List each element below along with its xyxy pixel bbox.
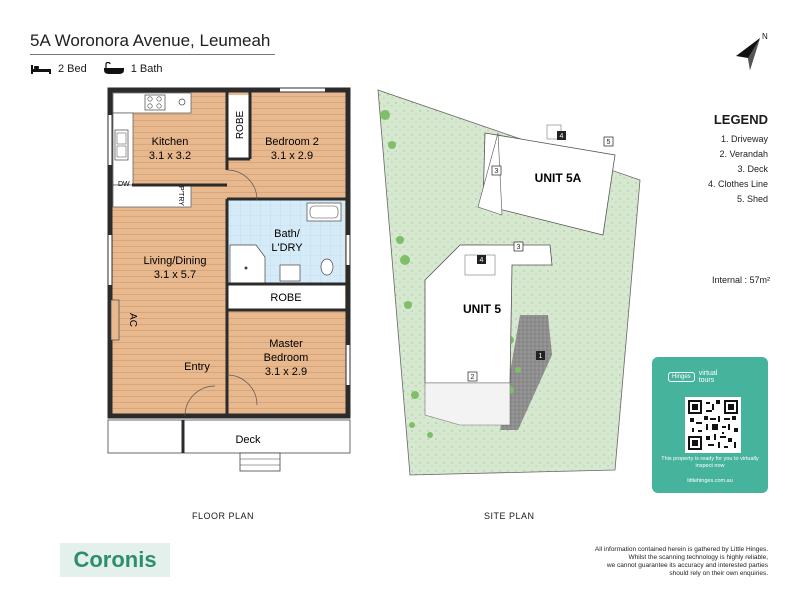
virtual-tour-url[interactable]: littlehinges.com.au <box>687 478 733 484</box>
bath-count: 1 Bath <box>130 63 163 75</box>
driveway <box>500 315 552 430</box>
site-plan: 1 2 3 3 4 4 5 UNIT 5A UNIT 5 <box>377 89 641 476</box>
virtual-tour-card[interactable]: Hinges virtual tours This pr <box>652 357 768 493</box>
disclaimer-line-1: All information contained herein is gath… <box>594 546 768 553</box>
aircon-label: AC <box>127 313 138 327</box>
marker-deck-5: 3 <box>517 244 521 251</box>
virtual-tour-logo: Hinges virtual tours <box>668 369 752 385</box>
shower-icon <box>229 244 266 285</box>
living-size: 3.1 x 5.7 <box>154 269 196 281</box>
walls <box>107 87 351 419</box>
marker-shed: 5 <box>607 139 611 146</box>
marker-deck-5a: 3 <box>495 168 499 175</box>
deck-label: Deck <box>235 434 261 446</box>
windows <box>108 88 350 385</box>
bed-icon <box>31 65 51 74</box>
pantry-label: P'TRY <box>177 186 184 206</box>
brand-virtual: virtual <box>698 370 718 377</box>
rangehood-icon <box>178 98 186 106</box>
virtual-tour-message: This property is ready for you to virtua… <box>661 456 759 469</box>
bath-label-line1: Bath/ <box>274 228 301 240</box>
legend-item-shed: 5. Shed <box>736 194 768 204</box>
master-label-line2: Bedroom <box>264 352 309 364</box>
bath-label-line2: L'DRY <box>271 242 303 254</box>
title-divider <box>30 54 275 55</box>
disclaimer-line-2: Whilst the scanning technology is highly… <box>628 554 768 561</box>
marker-clothes-line-5a: 4 <box>560 133 564 140</box>
legend-item-deck: 3. Deck <box>737 164 768 174</box>
toilet-icon <box>320 258 334 276</box>
vanity-icon <box>279 264 301 282</box>
legend-title: LEGEND <box>713 112 768 127</box>
brand-tours: tours <box>698 377 715 384</box>
unit5-label: UNIT 5 <box>463 302 501 316</box>
site-plan-caption: SITE PLAN <box>484 511 535 521</box>
verandah-area <box>424 382 511 426</box>
disclaimer-line-3: we cannot guarantee its accuracy and int… <box>606 562 768 569</box>
entry-label: Entry <box>184 361 210 373</box>
robe-mid-area <box>227 285 345 310</box>
marker-verandah: 2 <box>471 374 475 381</box>
brand-hinges: Hinges <box>668 372 695 382</box>
disclaimer-line-4: should rely on their own enquiries. <box>669 570 768 577</box>
disclaimer: All information contained herein is gath… <box>538 546 768 578</box>
bedroom2-label: Bedroom 2 <box>265 136 319 148</box>
master-label-line1: Master <box>269 338 303 350</box>
door-swings <box>184 169 258 417</box>
legend-item-verandah: 2. Verandah <box>719 149 768 159</box>
legend-item-clothes-line: 4. Clothes Line <box>707 179 768 189</box>
unit5a-label: UNIT 5A <box>535 171 582 185</box>
qr-code-icon[interactable] <box>685 397 741 453</box>
marker-driveway: 1 <box>539 353 543 360</box>
north-arrow-icon: N <box>736 32 768 70</box>
internal-area: Internal : 57m² <box>711 275 770 285</box>
bath-icon <box>103 62 124 74</box>
cooktop-icon <box>144 94 166 111</box>
marker-clothes-line-5: 4 <box>480 257 484 264</box>
agency-logo: Coronis <box>60 543 170 577</box>
bathtub-icon <box>306 202 342 222</box>
legend-item-driveway: 1. Driveway <box>720 134 768 144</box>
kitchen-sink-icon <box>114 129 129 161</box>
deck-area <box>107 419 351 454</box>
robe-mid-label: ROBE <box>270 292 301 304</box>
dishwasher-label: DW <box>118 181 130 188</box>
robe-top-label: ROBE <box>235 111 246 140</box>
kitchen-label: Kitchen <box>152 136 189 148</box>
floor-plan-caption: FLOOR PLAN <box>192 511 255 521</box>
kitchen-size: 3.1 x 3.2 <box>149 150 191 162</box>
master-size: 3.1 x 2.9 <box>265 366 307 378</box>
deck-steps <box>239 452 281 472</box>
property-address: 5A Woronora Avenue, Leumeah <box>30 31 271 50</box>
robe-top-area <box>228 95 250 159</box>
bed-count: 2 Bed <box>58 63 87 75</box>
unit5a-building <box>482 132 616 236</box>
compass-label: N <box>762 32 768 41</box>
bedroom2-size: 3.1 x 2.9 <box>271 150 313 162</box>
property-specs: 2 Bed 1 Bath <box>30 62 163 76</box>
floor-plan: Kitchen 3.1 x 3.2 Bedroom 2 3.1 x 2.9 Li… <box>107 87 351 472</box>
living-label: Living/Dining <box>144 255 207 267</box>
aircon-unit <box>110 299 120 341</box>
site-markers: 1 2 3 3 4 4 5 <box>467 131 614 382</box>
